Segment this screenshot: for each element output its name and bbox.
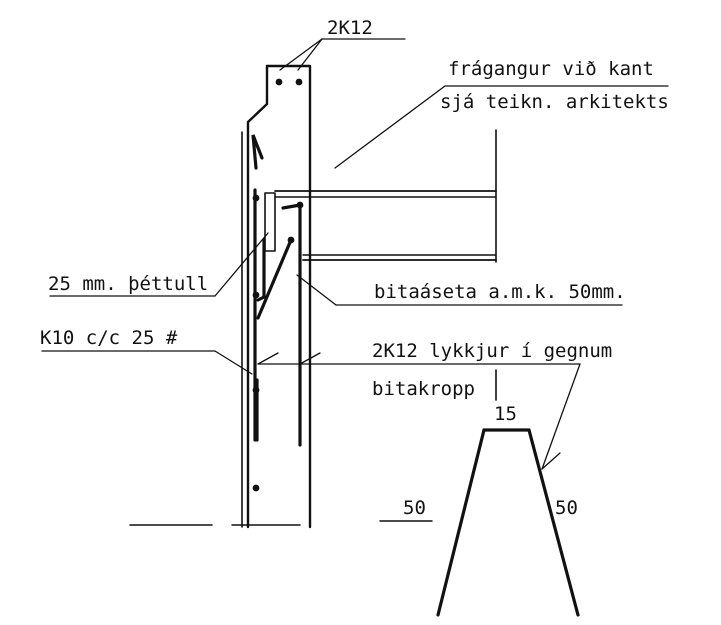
label-loops-line2: bitakropp <box>372 378 475 400</box>
dimension-right: 50 <box>555 497 578 519</box>
label-top-rebar: 2K12 <box>327 17 373 39</box>
label-edge-finish-line2: sjá teikn. arkitekts <box>440 91 669 113</box>
label-seal: 25 mm. þéttull <box>48 273 208 295</box>
beam-section <box>274 129 497 401</box>
label-bearing: bitaáseta a.m.k. 50mm. <box>374 281 626 303</box>
dimension-top: 15 <box>494 403 517 425</box>
loop-detail <box>436 428 580 617</box>
label-stirrups: K10 c/c 25 # <box>40 327 178 349</box>
leader-lines <box>41 38 669 470</box>
rebar-layout <box>251 134 302 447</box>
wall-outline <box>129 64 433 529</box>
label-loops-line1: 2K12 lykkjur í gegnum <box>372 340 612 362</box>
dimension-left: 50 <box>403 497 426 519</box>
label-edge-finish-line1: frágangur við kant <box>448 58 654 80</box>
seal-strip <box>264 192 276 252</box>
rebar-dots <box>252 78 304 492</box>
